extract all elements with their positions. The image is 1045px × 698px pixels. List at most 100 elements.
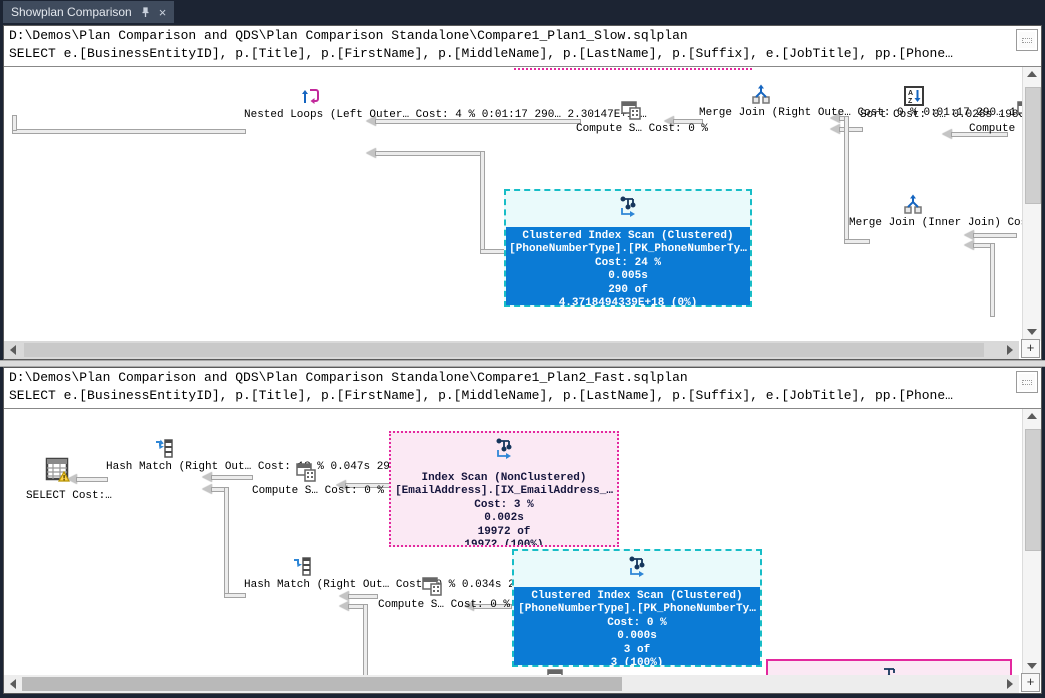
node-compute-scalar-1[interactable]: Compute S… Cost: 0 % — [252, 461, 384, 498]
plan2-zoom-plus-button[interactable]: + — [1021, 673, 1040, 692]
node-line: 0.002s — [484, 512, 524, 524]
document-tab-strip: Showplan Comparison × — [0, 0, 1045, 23]
node-line: Cost: 24 % — [594, 256, 661, 269]
connector — [375, 119, 581, 124]
node-line: 0.034s — [461, 579, 502, 591]
connector-arrow — [464, 601, 474, 611]
plan1-horizontal-scrollbar[interactable] — [4, 341, 1019, 359]
node-line: Compute S… — [576, 123, 643, 135]
node-object: [PhoneNumberType].[PK_PhoneNumberTy… — [518, 603, 756, 615]
node-line: Cost: 0… — [893, 109, 946, 121]
svg-text:Z: Z — [908, 98, 913, 105]
node-line: Cost: 0 % — [324, 485, 385, 497]
node-line: 290… — [534, 109, 561, 121]
pane-splitter[interactable] — [0, 360, 1045, 367]
node-line: SELECT — [26, 490, 66, 502]
compute-scalar-icon — [621, 101, 641, 120]
node-line: Cost: 0 % — [857, 107, 917, 119]
hash-match-icon — [294, 557, 311, 576]
select-result-icon — [45, 457, 71, 488]
connector — [473, 604, 512, 609]
connector — [951, 132, 1008, 137]
scroll-thumb[interactable] — [22, 677, 622, 691]
node-line: 0.000s — [617, 630, 657, 642]
node-line: 0.005s — [608, 270, 648, 282]
node-line: Cost: 3 % — [474, 498, 534, 511]
node-line: 19972 of — [477, 525, 531, 538]
node-line: Hash Match — [244, 579, 311, 591]
node-title: Clustered Index Scan (Clustered) — [531, 589, 743, 602]
node-compute-scalar-2[interactable]: Compute S… Cost: 0 % — [378, 575, 510, 612]
expand-glyph-icon — [1022, 380, 1032, 385]
node-index-scan-highlighted[interactable]: Index Scan (NonClustered) [EmailAddress]… — [389, 431, 619, 547]
plan2-expand-button[interactable] — [1016, 371, 1038, 393]
plan1-zoom-plus-button[interactable]: + — [1021, 339, 1040, 358]
scroll-down-button[interactable] — [1023, 323, 1041, 341]
node-clustered-index-scan-highlighted[interactable]: Clustered Index Scan (Clustered) [PhoneN… — [512, 549, 762, 667]
plan2-query-text: SELECT e.[BusinessEntityID], p.[Title], … — [9, 388, 953, 403]
plan2-vertical-scrollbar[interactable] — [1022, 407, 1041, 675]
node-hash-match-1[interactable]: Hash Match (Right Out… Cost: 18 % 0.047s… — [106, 437, 482, 474]
scroll-left-button[interactable] — [4, 675, 22, 693]
node-hash-match-2[interactable]: Hash Match (Right Out… Cost: 0 % 0.034s … — [244, 555, 614, 592]
node-highlighted-partial[interactable] — [766, 659, 1012, 675]
plan1-vertical-scrollbar[interactable] — [1022, 65, 1041, 341]
node-line: Merge Join — [699, 107, 766, 119]
connector-arrow — [339, 601, 349, 611]
node-nested-loops[interactable]: Nested Loops (Left Outer… Cost: 4 % 0:01… — [244, 85, 647, 122]
tab-showplan-comparison[interactable]: Showplan Comparison × — [3, 1, 175, 23]
index-scan-icon — [884, 668, 895, 675]
pin-icon[interactable] — [140, 6, 151, 18]
plan1-expand-button[interactable] — [1016, 29, 1038, 51]
connector — [839, 127, 863, 132]
node-line: 3 of — [623, 643, 651, 656]
scroll-down-button[interactable] — [1023, 657, 1041, 675]
node-line: (Right Out… — [316, 579, 390, 591]
scroll-thumb[interactable] — [24, 343, 984, 357]
node-clustered-index-scan-highlighted[interactable]: Clustered Index Scan (Clustered) [PhoneN… — [504, 189, 752, 307]
node-select[interactable]: SELECT Cost:… — [22, 457, 112, 503]
highlight-body: Clustered Index Scan (Clustered) [PhoneN… — [514, 586, 760, 667]
node-line: Nested Loops — [244, 109, 324, 121]
node-merge-join-inner[interactable]: Merge Join (Inner Join) Cost: 0 % 0:01:1… — [849, 193, 1041, 230]
merge-join-icon — [904, 194, 922, 214]
connector-arrow — [964, 230, 974, 240]
connector-arrow — [202, 472, 212, 482]
plan1-diagram-canvas[interactable]: Nested Loops (Left Outer… Cost: 4 % 0:01… — [4, 65, 1041, 341]
down-arrow-icon — [1027, 663, 1037, 669]
node-line: (Right Oute… — [771, 107, 851, 119]
node-line: Cost: 0 % — [450, 599, 511, 611]
connector — [973, 233, 1017, 238]
scroll-thumb[interactable] — [1025, 429, 1041, 551]
node-line: 3 (100%) — [610, 657, 664, 667]
highlight-body: Clustered Index Scan (Clustered) [PhoneN… — [506, 226, 750, 305]
node-object: [PhoneNumberType].[PK_PhoneNumberTy… — [509, 243, 747, 255]
left-arrow-icon — [10, 679, 16, 689]
connector-arrow — [67, 474, 77, 484]
scroll-thumb[interactable] — [1025, 87, 1041, 204]
scroll-right-button[interactable] — [1001, 341, 1019, 359]
connector-arrow — [664, 116, 674, 126]
connector — [673, 119, 703, 124]
node-line: 0:01:17 — [923, 107, 970, 119]
node-compute-scalar[interactable]: Compute S… Cost: 0 % — [576, 99, 708, 136]
connector — [480, 151, 485, 253]
node-sort[interactable]: AZ Sort Cost: 0… 0.028s 19868 of 19972 (… — [860, 85, 1041, 122]
scroll-right-button[interactable] — [1001, 675, 1019, 693]
right-arrow-icon — [1007, 679, 1013, 689]
scroll-up-button[interactable] — [1023, 65, 1041, 83]
scroll-left-button[interactable] — [4, 341, 22, 359]
clustered-index-scan-icon — [629, 556, 645, 577]
plan2-diagram-canvas[interactable]: SELECT Cost:… Hash Match (Right Out… Cos… — [4, 407, 1041, 675]
node-title: Index Scan (NonClustered) — [421, 471, 587, 484]
connector — [12, 115, 17, 131]
up-arrow-icon — [1027, 71, 1037, 77]
node-line: 290… — [976, 107, 1003, 119]
scroll-up-button[interactable] — [1023, 407, 1041, 425]
plan1-offscreen-highlight-edge — [514, 65, 752, 70]
node-merge-join-right-outer[interactable]: Merge Join (Right Oute… Cost: 0 % 0:01:1… — [699, 83, 1041, 120]
node-partial-clipped[interactable] — [542, 667, 572, 675]
close-icon[interactable]: × — [158, 4, 167, 20]
plan2-horizontal-scrollbar[interactable] — [4, 675, 1019, 693]
